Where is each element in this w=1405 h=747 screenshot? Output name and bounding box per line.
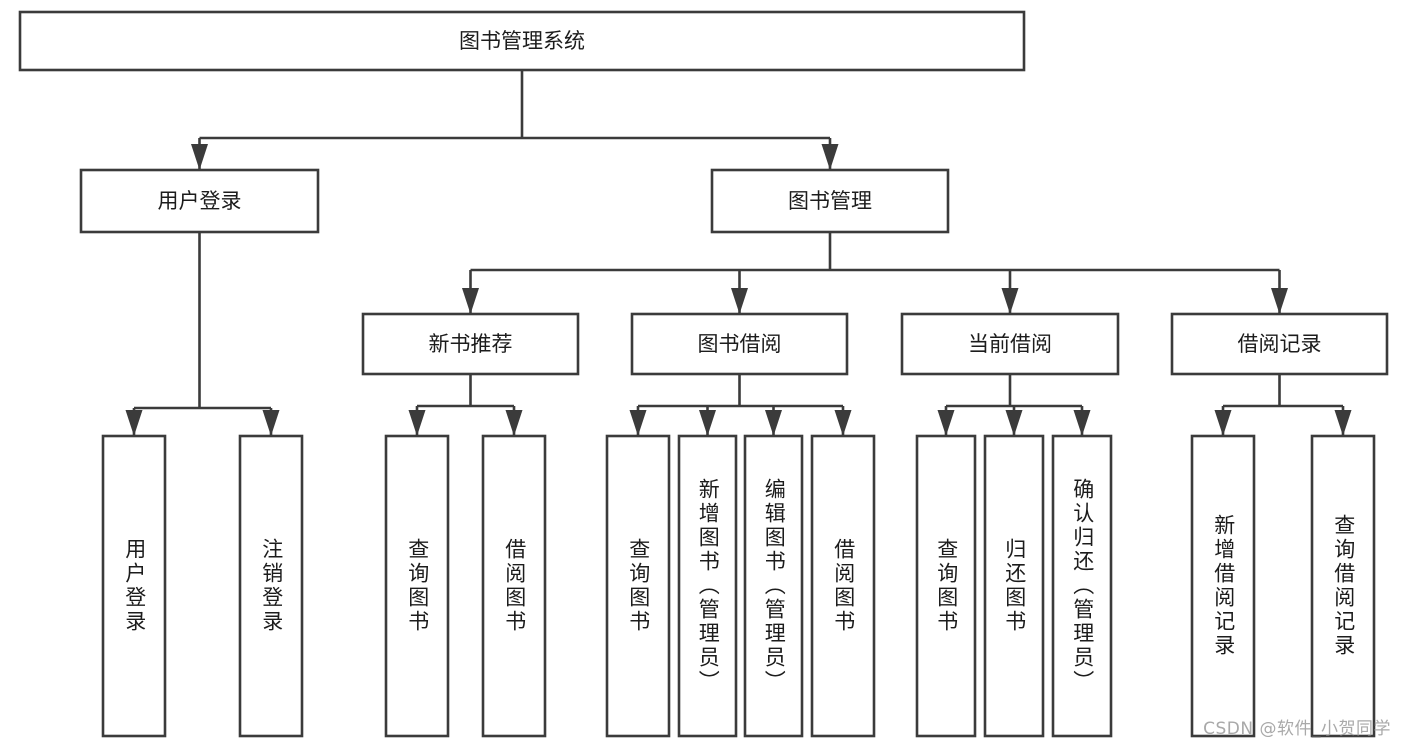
node-label-borrow-records: 借阅记录 <box>1238 332 1322 356</box>
node-box-add-borrow-record[interactable] <box>1190 434 1256 738</box>
arrow-head-icon-user-login <box>191 144 208 170</box>
node-box-query-book-3[interactable] <box>915 434 977 738</box>
node-label-new-book-recommend: 新书推荐 <box>429 332 513 356</box>
arrow-head-icon-add-borrow-record <box>1214 410 1232 436</box>
node-box-return-book[interactable] <box>983 434 1045 738</box>
arrow-head-icon-return-book <box>1005 410 1023 436</box>
node-box-root[interactable] <box>18 10 1026 72</box>
node-box-user-logout[interactable] <box>238 434 304 738</box>
node-label-book-borrow: 图书借阅 <box>698 332 782 356</box>
node-box-query-borrow-record[interactable] <box>1310 434 1376 738</box>
watermark: CSDN @软件_小贺同学 <box>1203 719 1391 739</box>
arrow-head-icon-borrow-records <box>1271 288 1288 314</box>
arrow-head-icon-current-borrow <box>1001 288 1019 314</box>
arrow-head-icon-query-book-1 <box>408 410 426 436</box>
node-box-user-login-do[interactable] <box>101 434 167 738</box>
node-box-query-book-2[interactable] <box>605 434 671 738</box>
node-box-query-book-1[interactable] <box>384 434 450 738</box>
arrow-head-icon-query-borrow-record <box>1334 410 1352 436</box>
node-box-add-book-admin[interactable] <box>677 434 738 738</box>
node-box-book-manage[interactable] <box>710 168 950 234</box>
node-box-book-borrow[interactable] <box>630 312 849 376</box>
arrow-head-icon-add-book-admin <box>699 410 716 436</box>
node-label-root: 图书管理系统 <box>459 29 585 53</box>
arrow-head-icon-user-login-do <box>125 410 143 436</box>
node-box-borrow-book-1[interactable] <box>481 434 547 738</box>
node-box-user-login[interactable] <box>79 168 320 234</box>
node-box-new-book-recommend[interactable] <box>361 312 580 376</box>
arrow-head-icon-new-book-recommend <box>462 288 479 314</box>
arrow-head-icon-user-logout <box>262 410 280 436</box>
arrow-head-icon-borrow-book-1 <box>505 410 523 436</box>
arrow-head-icon-confirm-return-admin <box>1073 410 1091 436</box>
node-label-user-login: 用户登录 <box>158 189 242 213</box>
node-box-current-borrow[interactable] <box>900 312 1120 376</box>
node-box-borrow-records[interactable] <box>1170 312 1389 376</box>
arrow-head-icon-book-manage <box>821 144 839 170</box>
arrow-head-icon-query-book-2 <box>629 410 647 436</box>
node-label-book-manage: 图书管理 <box>788 189 872 213</box>
node-label-current-borrow: 当前借阅 <box>968 332 1052 356</box>
arrow-head-icon-query-book-3 <box>937 410 955 436</box>
connectors-layer <box>125 70 1352 436</box>
arrow-head-icon-borrow-book-2 <box>834 410 852 436</box>
node-box-borrow-book-2[interactable] <box>810 434 876 738</box>
node-box-confirm-return-admin[interactable] <box>1051 434 1113 738</box>
arrow-head-icon-book-borrow <box>731 288 748 314</box>
arrow-head-icon-edit-book-admin <box>765 410 782 436</box>
node-box-edit-book-admin[interactable] <box>743 434 804 738</box>
